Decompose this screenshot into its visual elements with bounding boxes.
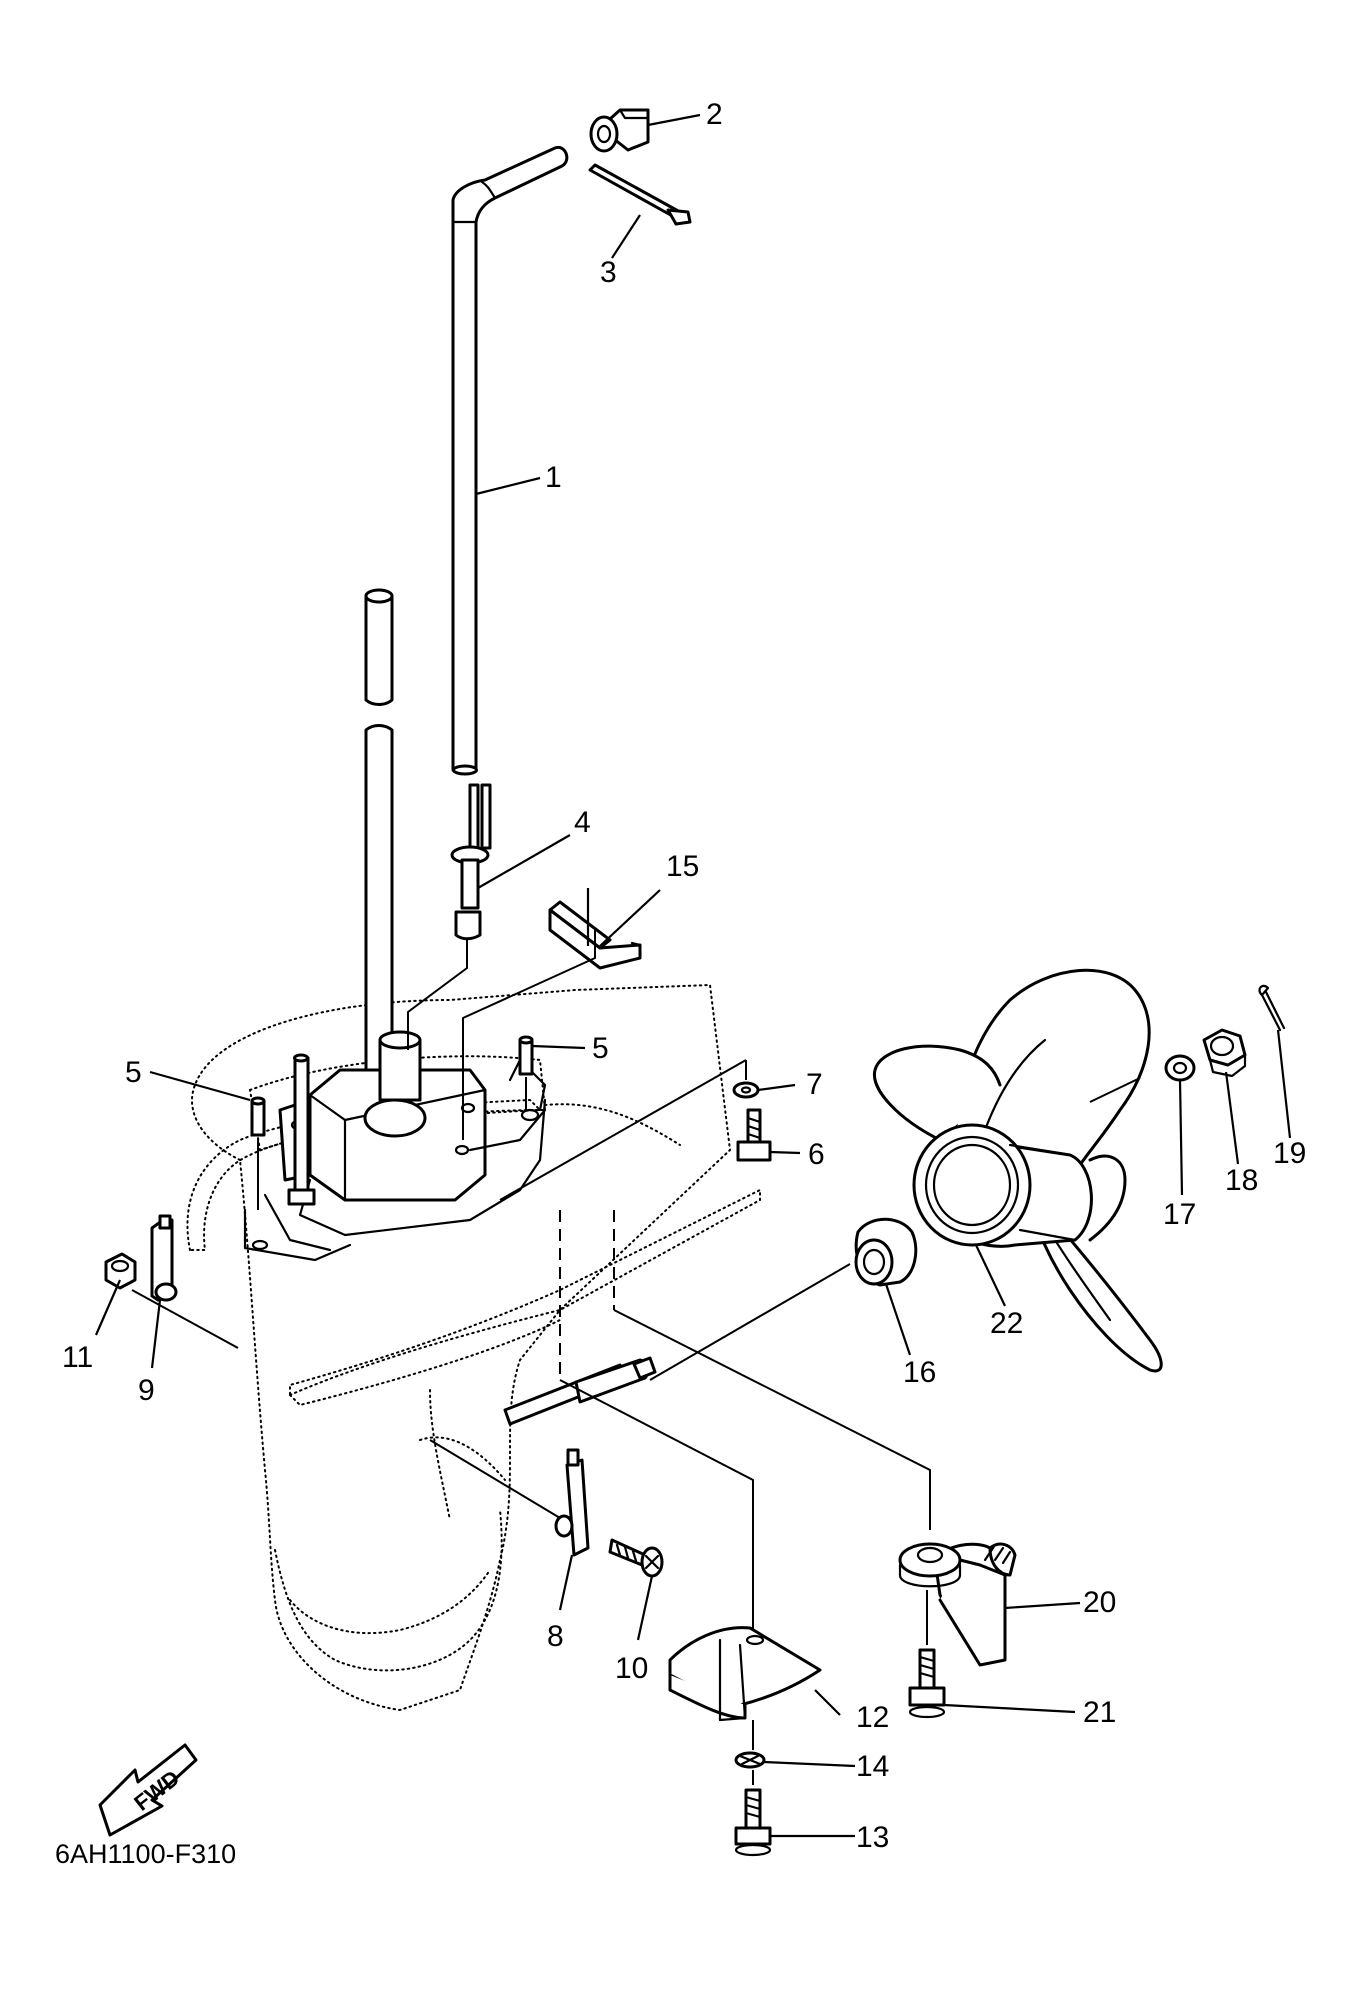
callout-16: 16	[903, 1356, 936, 1389]
callout-21: 21	[1083, 1696, 1116, 1729]
callout-6: 6	[808, 1138, 825, 1171]
housing-stud	[287, 1053, 316, 1206]
water-pump-housing	[278, 1030, 487, 1202]
dowel-pin-left	[250, 1096, 266, 1137]
assembly-guides	[131, 928, 1141, 1785]
leader-lines	[94, 113, 1292, 1838]
callout-8: 8	[547, 1620, 564, 1653]
callout-11: 11	[62, 1341, 93, 1374]
grommet	[589, 108, 650, 153]
callout-7: 7	[806, 1068, 823, 1101]
propeller-shaft	[503, 1356, 657, 1426]
water-tube-inlet	[450, 783, 492, 941]
callout-9: 9	[138, 1374, 155, 1407]
bolt-13	[734, 1788, 772, 1857]
washer	[732, 1081, 760, 1099]
screw-10	[608, 1538, 664, 1578]
dowel-pin-right	[518, 1035, 534, 1076]
fwd-direction-arrow: FWD	[98, 1743, 198, 1837]
bolt-21	[908, 1648, 946, 1719]
nut-11	[104, 1252, 137, 1290]
propeller-nut	[1202, 1028, 1247, 1078]
callout-5-left: 5	[125, 1056, 142, 1089]
callout-19: 19	[1273, 1137, 1306, 1170]
callout-5-right: 5	[592, 1032, 609, 1065]
lock-washer	[734, 1751, 766, 1769]
callout-10: 10	[615, 1652, 648, 1685]
thrust-holder	[854, 1217, 918, 1287]
callout-3: 3	[600, 256, 617, 289]
callout-1: 1	[545, 461, 562, 494]
callout-2: 2	[706, 98, 723, 131]
lower-unit-housing	[186, 983, 761, 1712]
callout-17: 17	[1163, 1198, 1196, 1231]
callout-15: 15	[666, 850, 699, 883]
anode-9	[150, 1214, 178, 1302]
bolt-6	[736, 1108, 772, 1162]
anode-8	[554, 1448, 590, 1557]
callout-12: 12	[856, 1701, 889, 1734]
cotter-pin	[1258, 984, 1286, 1032]
drawing-code: 6AH1100-F310	[55, 1839, 236, 1869]
callout-18: 18	[1225, 1164, 1258, 1197]
callout-14: 14	[856, 1750, 889, 1783]
callout-13: 13	[856, 1821, 889, 1854]
anode-block-12	[668, 1626, 822, 1722]
callout-22: 22	[990, 1307, 1023, 1340]
trim-tab	[898, 1542, 1017, 1667]
callout-20: 20	[1083, 1586, 1116, 1619]
callout-4: 4	[574, 806, 591, 839]
washer-17	[1164, 1054, 1196, 1082]
callout-labels: 1 2 3 4 5 5 6 7 8 9 10 11 12 13 14 15 16…	[62, 98, 1306, 1854]
cable-tie	[588, 163, 692, 226]
water-tube	[451, 145, 569, 776]
propeller	[872, 968, 1163, 1373]
